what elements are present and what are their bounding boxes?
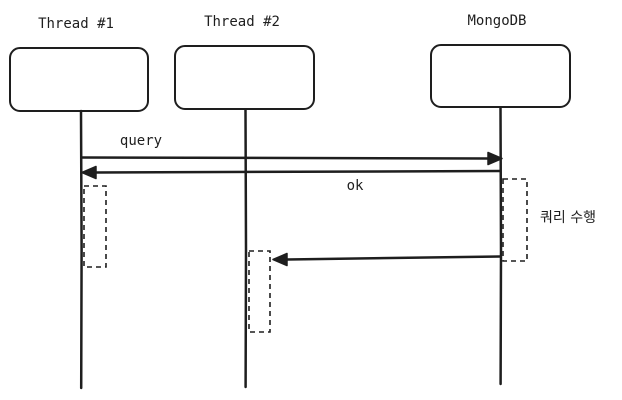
- participant-label-mongodb: MongoDB: [467, 13, 526, 29]
- arrowhead-query: [487, 151, 503, 166]
- arrowhead-ok: [81, 165, 97, 180]
- participant-label-thread1: Thread #1: [38, 16, 114, 32]
- activation-thread1: [83, 185, 107, 268]
- activation-mongodb: [502, 178, 528, 262]
- participant-box-mongodb[interactable]: [430, 44, 571, 108]
- message-arrow-result[interactable]: [285, 255, 502, 261]
- participant-box-thread1[interactable]: [9, 47, 149, 112]
- arrowhead-result: [272, 252, 288, 267]
- message-label-ok: ok: [347, 178, 364, 194]
- participant-box-thread2[interactable]: [174, 45, 315, 110]
- message-arrow-ok[interactable]: [94, 169, 502, 174]
- activation-thread2: [248, 250, 271, 333]
- message-arrow-query[interactable]: [80, 156, 490, 160]
- message-label-query: query: [120, 133, 162, 149]
- lifeline-thread2: [244, 108, 248, 389]
- lifeline-mongodb: [499, 106, 503, 386]
- note-query-execution: 쿼리 수행: [540, 210, 596, 226]
- lifeline-thread1: [79, 109, 83, 390]
- participant-label-thread2: Thread #2: [204, 14, 280, 30]
